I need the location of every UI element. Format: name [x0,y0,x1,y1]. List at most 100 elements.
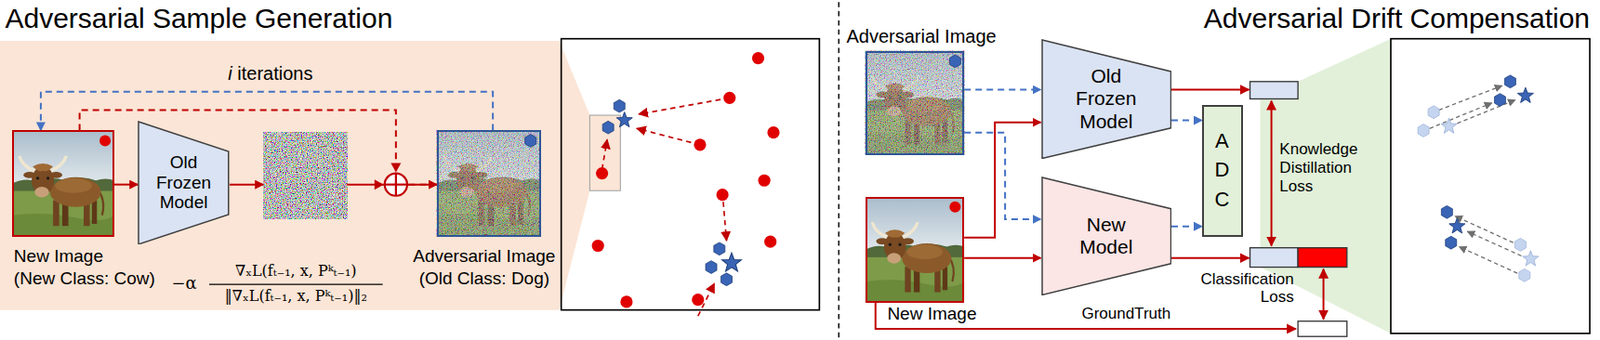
drift-plot [1439,85,1503,110]
drift-plot [1445,236,1457,250]
feature-space-plot [722,252,742,272]
image-illustration [436,130,542,237]
generation-panel [0,40,590,311]
sum-symbol [390,163,401,173]
model-label: Old Frozen Model [150,152,218,214]
feature-space-plot [766,126,780,139]
connector-arrow [40,92,493,132]
image-illustration [12,51,965,304]
drift-plot [1459,247,1519,275]
feature-space-plot [764,236,777,249]
feature-space-plot [592,52,781,317]
input-image: New Image(New Class: Cow) [12,130,115,237]
sum-symbol [374,179,384,190]
loss-label: Classification Loss [1193,270,1295,307]
formula-text: ∇ₓL(fₜ₋₁, x, Pᵏₜ₋₁) [235,263,358,280]
drift-plot [1456,100,1516,124]
generation-panel [589,115,621,191]
groundtruth-label: GroundTruth [1081,304,1171,324]
image-caption: New Image [886,304,977,325]
feature-space-plot [714,242,726,256]
drift-plot [1429,85,1522,274]
class-marker [949,201,961,213]
image-illustration [263,132,347,220]
feature-space-plot [715,188,728,201]
adversarial-image: Adversarial Image [865,51,965,156]
feature-space-plot [752,52,765,65]
loss-label: Knowledge Distillation Loss [1279,140,1368,196]
feature-space-plot [757,174,770,187]
class-marker [99,134,111,146]
sum-symbol [395,173,397,197]
image-illustration [865,197,965,304]
drift-plot [1514,238,1526,252]
model-trapezoid: Old Frozen Model [137,120,230,246]
feature-space-plot [638,97,730,115]
adc-label: A D C [1211,126,1232,216]
class-marker [525,134,537,148]
compensation-panel [1260,39,1591,334]
model-trapezoid: New Model [1041,176,1172,296]
drift-plot [1417,124,1429,138]
loss-arrow [1171,257,1249,260]
noise-perturbation: −α∇ₓL(fₜ₋₁, x, Pᵏₜ₋₁)‖∇ₓL(fₜ₋₁, x, Pᵏₜ₋₁… [263,132,347,220]
feature-space-plot [691,293,704,306]
class-marker [949,54,961,68]
generation-panel [0,39,820,311]
edge-label: i iterations [227,63,313,85]
drift-plot [1428,105,1440,120]
feature-space-plot [620,295,633,308]
model-label: New Model [1069,213,1144,259]
drift-plot [1522,251,1539,266]
feature-bar [1250,81,1299,100]
feature-space-plot [636,128,701,146]
feature-space-plot [720,273,732,287]
panel-title: Adversarial Drift Compensation [1203,2,1590,36]
feature-space-plot [723,92,736,105]
drift-plot [1441,205,1453,219]
loss-arrow [875,303,1296,330]
feature-space-plot [602,120,614,134]
connector-arrow [964,89,1041,92]
connector-arrow [114,184,138,186]
feature-space-plot [705,261,717,275]
image-caption: (New Class: Cow) [13,268,156,290]
model-label: Old Frozen Model [1069,65,1144,133]
loss-arrow [1322,269,1325,320]
image-caption: New Image [13,246,104,267]
compensation-panel [1390,39,1590,334]
image-caption: Adversarial Image [412,246,556,267]
image-illustration [865,51,965,156]
model-outline [138,121,229,245]
connector-arrow [964,122,1041,239]
connector-arrow [1171,119,1203,122]
fraction-bar [209,284,384,286]
formula-text: −α [171,274,197,294]
loss-arrow [1270,101,1273,247]
sum-symbol [384,173,408,197]
model-trapezoid: Old Frozen Model [1041,39,1172,160]
image-illustration [865,51,965,156]
drift-plot [1494,93,1506,107]
feature-bar [1297,248,1348,268]
image-illustration [12,130,115,237]
model-outline [1042,39,1171,159]
panel-separator [837,1,839,338]
feature-space-plot [693,138,706,151]
image-caption: Adversarial Image [846,26,996,48]
adc-module: A D C [1202,105,1243,238]
drift-plot [1454,216,1514,244]
connector-arrow [229,184,264,186]
drift-plot [1417,75,1539,282]
drift-plot [1519,268,1531,282]
sum-symbol [374,163,408,197]
feature-space-plot [595,167,609,180]
feature-space-plot [613,99,625,113]
feature-space-plot [602,139,608,170]
formula-text: ‖∇ₓL(fₜ₋₁, x, Pᵏₜ₋₁)‖₂ [224,288,368,305]
feature-space-plot [602,97,730,317]
generation-panel [561,39,820,311]
loss-arrow [1171,89,1249,92]
drift-plot [1441,118,1457,133]
